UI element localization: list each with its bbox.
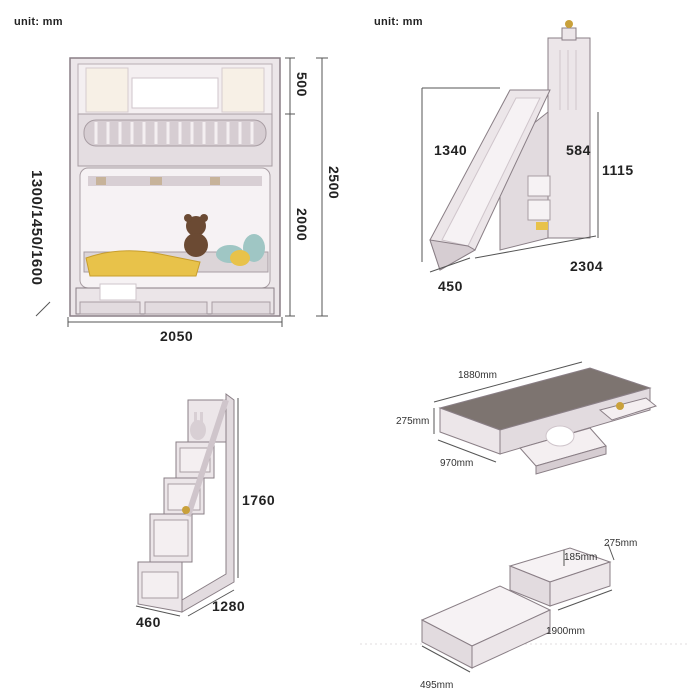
trundle-drawing bbox=[433, 361, 658, 475]
dim-slide-height: 1340 bbox=[434, 142, 468, 158]
dim-drawer-inner-height: 185mm bbox=[564, 552, 598, 563]
dim-stairs-length: 1280 bbox=[212, 598, 246, 614]
trundle-panel: 1880mm 275mm 970mm bbox=[350, 350, 700, 480]
dim-tower-width: 584 bbox=[566, 142, 591, 158]
drawers-drawing bbox=[360, 543, 690, 673]
drawers-panel: 185mm 275mm 1900mm 495mm bbox=[350, 520, 700, 700]
dim-trundle-width: 970mm bbox=[440, 458, 474, 469]
dim-lower-height: 2000 bbox=[294, 208, 310, 242]
unit-label: unit: mm bbox=[14, 16, 63, 28]
dim-drawer-length: 1900mm bbox=[546, 626, 585, 637]
stairs-drawing bbox=[135, 393, 239, 617]
dim-trundle-height: 275mm bbox=[396, 416, 430, 427]
dim-total-height: 2500 bbox=[326, 166, 342, 200]
dim-drawer-height: 275mm bbox=[604, 538, 638, 549]
gold-knob-icon bbox=[182, 506, 190, 514]
gold-knob-icon bbox=[565, 20, 573, 28]
teddy-bear-icon bbox=[184, 214, 208, 257]
dim-drawer-depth: 495mm bbox=[420, 680, 454, 691]
stairs-panel: 1760 1280 460 bbox=[0, 350, 350, 700]
dim-slide-depth: 450 bbox=[438, 278, 463, 294]
bunk-bed-drawing bbox=[35, 57, 328, 327]
dim-width: 2050 bbox=[160, 328, 194, 344]
dim-top-rail: 500 bbox=[294, 72, 310, 97]
dim-side-height: 1300/1450/1600 bbox=[28, 170, 45, 286]
dim-stairs-depth: 460 bbox=[136, 614, 161, 630]
dim-tower-height: 1115 bbox=[602, 162, 634, 178]
bunk-bed-panel: unit: mm bbox=[0, 0, 350, 350]
unit-label: unit: mm bbox=[374, 16, 423, 28]
dim-trundle-length: 1880mm bbox=[458, 370, 497, 381]
slide-panel: unit: mm 1340 584 1115 2304 450 bbox=[350, 0, 700, 350]
slide-drawing bbox=[421, 20, 599, 273]
dim-stairs-height: 1760 bbox=[242, 492, 276, 508]
dim-slide-length: 2304 bbox=[570, 258, 604, 274]
